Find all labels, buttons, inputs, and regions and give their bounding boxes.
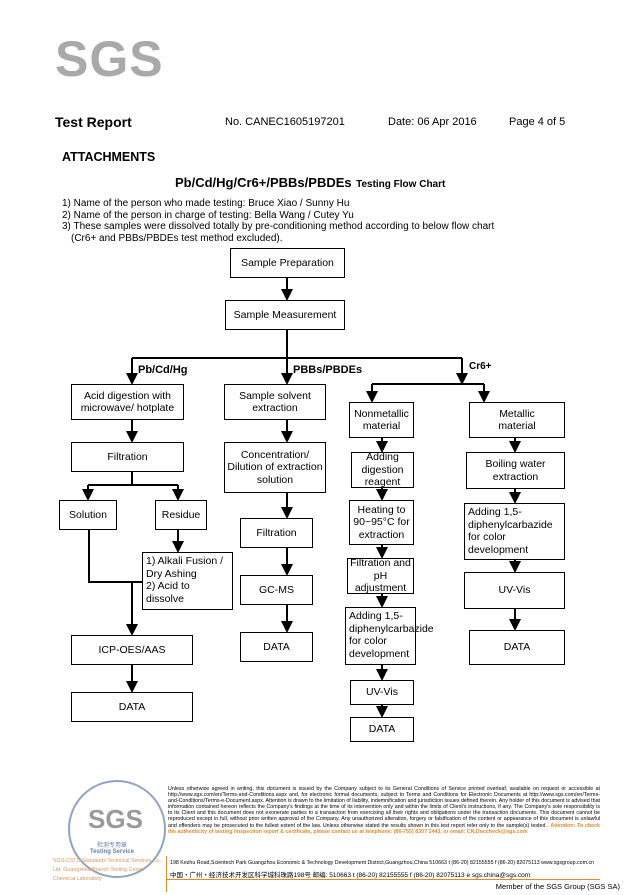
- branch-label-brominated: PBBs/PBDEs: [293, 364, 363, 376]
- note-2: 2) Name of the person in charge of testi…: [62, 209, 354, 221]
- sgs-logo: SGS: [55, 31, 164, 87]
- box-filtration-brominated: Filtration: [240, 518, 313, 548]
- report-date: Date: 06 Apr 2016: [388, 116, 477, 128]
- box-metallic-material: Metallic material: [469, 402, 565, 438]
- flow-title-suffix: Testing Flow Chart: [356, 179, 446, 190]
- box-concentration: Concentration/ Dilution of extraction so…: [224, 442, 326, 493]
- legal-notice: Unless otherwise agreed in writing, this…: [168, 786, 600, 835]
- box-solution: Solution: [59, 500, 117, 530]
- stamp-cn: 检测专用章: [97, 843, 128, 849]
- box-residue: Residue: [155, 500, 207, 530]
- legal-text: Unless otherwise agreed in writing, this…: [168, 786, 600, 829]
- box-diphenylcarbazide-nonmetallic: Adding 1,5- diphenylcarbazide for color …: [345, 607, 434, 665]
- stamp-text: Testing Service: [90, 849, 134, 855]
- box-data-nonmetallic: DATA: [350, 717, 414, 742]
- footer-divider-vertical: [166, 856, 167, 892]
- flow-title-main: Pb/Cd/Hg/Cr6+/PBBs/PBDEs: [175, 175, 352, 190]
- box-boiling-water: Boiling water extraction: [466, 452, 565, 489]
- box-filtration-metals: Filtration: [71, 442, 184, 472]
- note-1: 1) Name of the person who made testing: …: [62, 198, 350, 209]
- box-heating: Heating to 90~95°C for extraction: [349, 500, 414, 545]
- address-en: 198 Kezhu Road,Scientech Park Guangzhou …: [170, 860, 595, 866]
- box-sample-measurement: Sample Measurement: [225, 300, 345, 330]
- box-data-brominated: DATA: [240, 632, 313, 662]
- box-uv-vis-metallic: UV-Vis: [464, 572, 565, 609]
- box-data-metallic: DATA: [469, 630, 565, 665]
- section-heading: ATTACHMENTS: [62, 150, 156, 164]
- report-number: No. CANEC1605197201: [225, 116, 345, 128]
- box-digestion-reagent: Adding digestion reagent: [351, 451, 414, 488]
- connector: [88, 530, 142, 583]
- box-solvent-extraction: Sample solvent extraction: [224, 384, 326, 420]
- box-icp-oes-aas: ICP-OES/AAS: [71, 635, 193, 665]
- box-data-metals: DATA: [71, 692, 193, 722]
- lab-name: SGS-CSTC Standards Technical Services Co…: [53, 858, 163, 882]
- box-acid-digestion: Acid digestion with microwave/ hotplate: [71, 384, 184, 420]
- testing-service-stamp: SGS 检测专用章 Testing Service: [68, 780, 166, 878]
- notes: 1) Name of the person who made testing: …: [62, 198, 494, 244]
- page-number: Page 4 of 5: [509, 116, 566, 128]
- stamp-logo: SGS: [88, 804, 143, 834]
- branch-label-metals: Pb/Cd/Hg: [138, 364, 188, 376]
- address-cn: 中国・广州・经济技术开发区科学城科珠路198号 邮编: 510663 t (86…: [170, 872, 531, 879]
- note-3: 3) These samples were dissolved totally …: [62, 221, 495, 232]
- report-title: Test Report: [55, 114, 132, 130]
- box-uv-vis-nonmetallic: UV-Vis: [350, 680, 414, 705]
- sgs-member: Member of the SGS Group (SGS SA): [495, 882, 620, 891]
- branch-label-chromium: Cr6+: [469, 361, 492, 372]
- box-sample-preparation: Sample Preparation: [230, 248, 345, 278]
- footer-divider: [166, 879, 600, 880]
- box-diphenylcarbazide-metallic: Adding 1,5- diphenylcarbazide for color …: [464, 503, 565, 560]
- box-nonmetallic-material: Nonmetallic material: [349, 402, 414, 438]
- flow-chart-title: Pb/Cd/Hg/Cr6+/PBBs/PBDEs Testing Flow Ch…: [175, 174, 445, 192]
- note-3-cont: (Cr6+ and PBBs/PBDEs test method exclude…: [71, 232, 283, 244]
- authenticity-attention: Attention: To check the authenticity of …: [168, 822, 600, 835]
- box-gc-ms: GC-MS: [240, 575, 313, 605]
- box-filtration-ph: Filtration and pH adjustment: [347, 557, 414, 594]
- box-alkali-fusion: 1) Alkali Fusion / Dry Ashing 2) Acid to…: [142, 552, 233, 610]
